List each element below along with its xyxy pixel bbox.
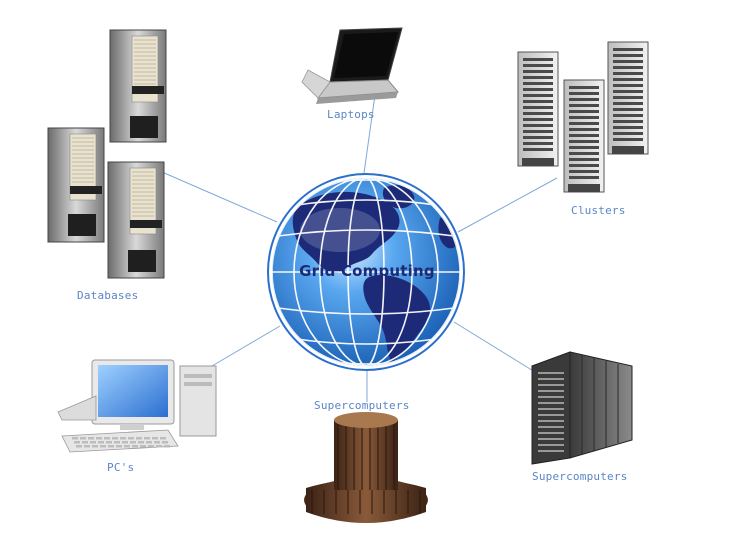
label-supercomputers-right: Supercomputers: [532, 470, 628, 483]
label-databases: Databases: [77, 289, 139, 302]
globe-title: Grid Computing: [299, 262, 435, 280]
connector-databases: [161, 171, 278, 223]
laptop-icon: [301, 27, 403, 104]
supercomputer-cabinet-icon: [531, 351, 633, 465]
label-laptops: Laptops: [327, 108, 375, 121]
desktop-pc-icon: [57, 359, 217, 453]
north-america-shape: [292, 191, 400, 273]
label-clusters: Clusters: [571, 204, 626, 217]
connectors: [161, 94, 558, 402]
label-supercomputers-center: Supercomputers: [314, 399, 410, 412]
south-america-shape: [363, 274, 431, 362]
connector-laptops: [362, 94, 376, 181]
greenland-shape: [382, 185, 415, 209]
database-rack-icon: [47, 29, 167, 279]
label-pcs: PC's: [107, 461, 135, 474]
connector-supercomputers-right: [453, 321, 536, 373]
connector-pcs: [211, 325, 281, 367]
cray-supercomputer-icon: [304, 412, 428, 523]
server-cluster-icon: [517, 41, 649, 193]
globe-icon: [267, 173, 465, 371]
connector-clusters: [457, 177, 558, 233]
